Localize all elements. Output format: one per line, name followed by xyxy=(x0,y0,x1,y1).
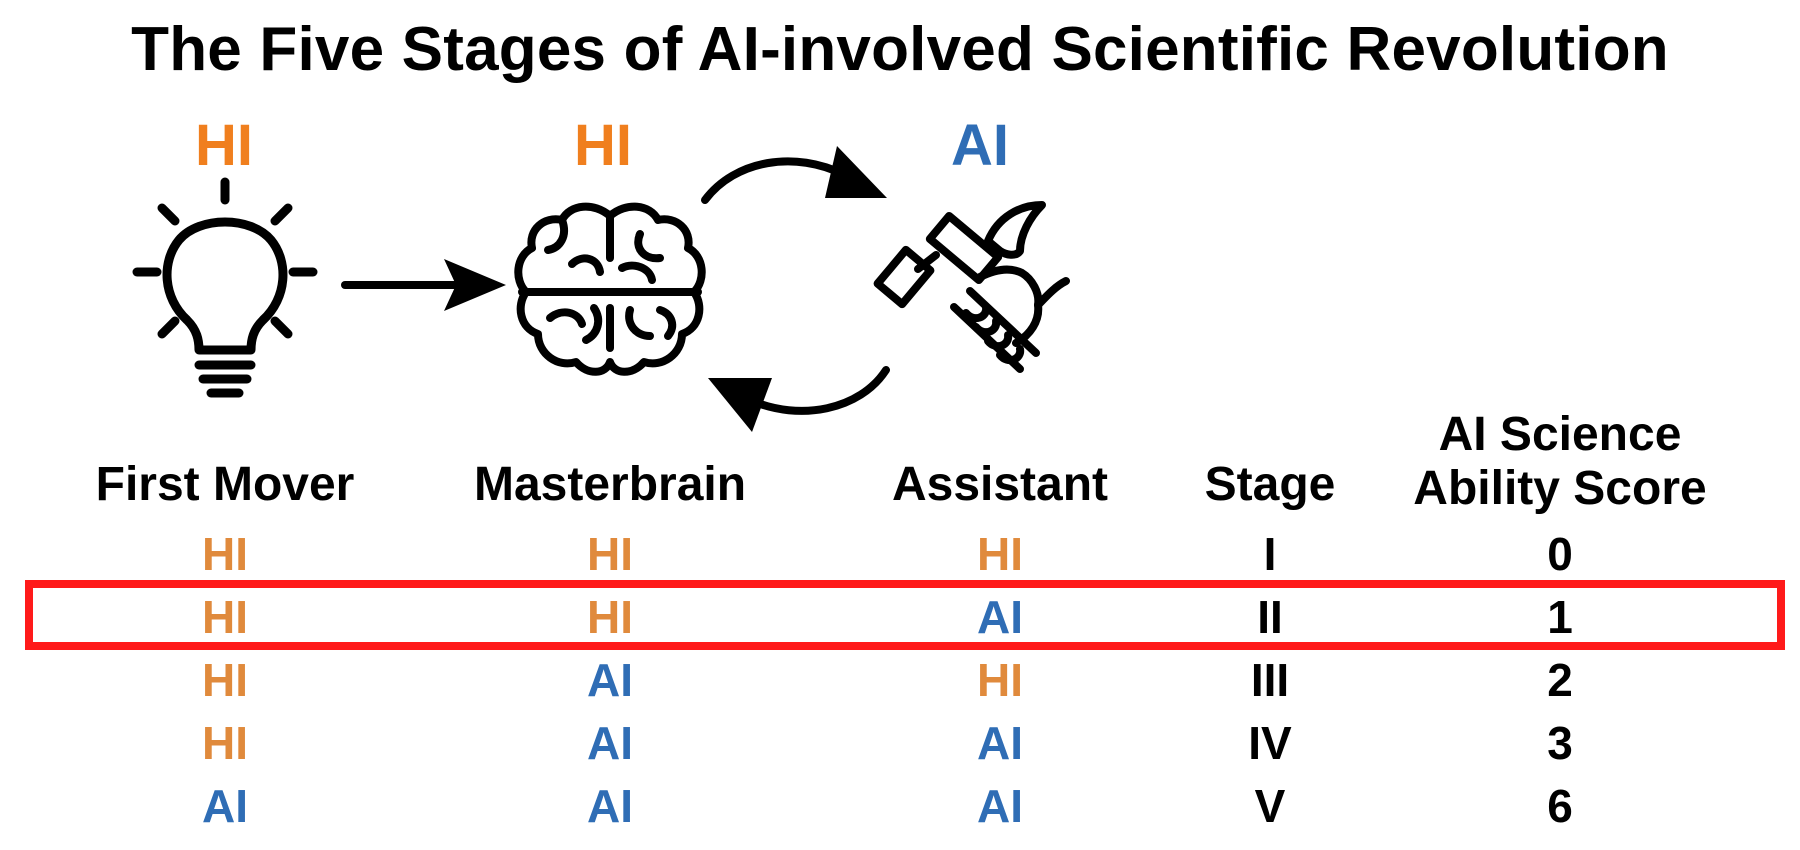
header-stage: Stage xyxy=(1204,458,1336,511)
curved-arrow-bottom-icon xyxy=(700,360,900,445)
row2-stage: II xyxy=(1257,591,1283,643)
row2-assistant: AI xyxy=(977,591,1023,643)
row4-score: 3 xyxy=(1547,717,1573,769)
row4-assistant: AI xyxy=(977,717,1023,769)
curved-arrow-top-icon xyxy=(695,140,895,215)
row4-stage: IV xyxy=(1248,717,1292,769)
right-arrow-icon xyxy=(340,255,510,320)
lightbulb-icon xyxy=(125,172,325,407)
row3-first-mover: HI xyxy=(202,654,248,706)
row3-assistant: HI xyxy=(977,654,1023,706)
row3-masterbrain: AI xyxy=(587,654,633,706)
row5-masterbrain: AI xyxy=(587,780,633,832)
row1-stage: I xyxy=(1263,528,1277,580)
row2-score: 1 xyxy=(1547,591,1573,643)
row5-first-mover: AI xyxy=(202,780,248,832)
row3-score: 2 xyxy=(1547,654,1573,706)
row5-assistant: AI xyxy=(977,780,1023,832)
row1-masterbrain: HI xyxy=(587,528,633,580)
highlight-box-stage-ii xyxy=(25,580,1785,650)
row2-masterbrain: HI xyxy=(587,591,633,643)
header-masterbrain: Masterbrain xyxy=(473,458,747,511)
row1-score: 0 xyxy=(1547,528,1573,580)
header-score-line2: Ability Score xyxy=(1413,462,1707,515)
masterbrain-role-label: HI xyxy=(574,113,632,178)
page-title: The Five Stages of AI-involved Scientifi… xyxy=(131,15,1669,84)
header-score-line1: AI Science xyxy=(1438,408,1682,461)
assistant-role-label: AI xyxy=(951,113,1009,178)
hammer-hand-icon xyxy=(870,195,1080,385)
row1-first-mover: HI xyxy=(202,528,248,580)
row2-first-mover: HI xyxy=(202,591,248,643)
header-first-mover: First Mover xyxy=(95,458,355,511)
brain-icon xyxy=(510,198,710,383)
row1-assistant: HI xyxy=(977,528,1023,580)
row3-stage: III xyxy=(1250,654,1290,706)
row5-score: 6 xyxy=(1547,780,1573,832)
row5-stage: V xyxy=(1254,780,1286,832)
row4-first-mover: HI xyxy=(202,717,248,769)
first-mover-role-label: HI xyxy=(195,113,253,178)
row4-masterbrain: AI xyxy=(587,717,633,769)
header-assistant: Assistant xyxy=(891,458,1109,511)
